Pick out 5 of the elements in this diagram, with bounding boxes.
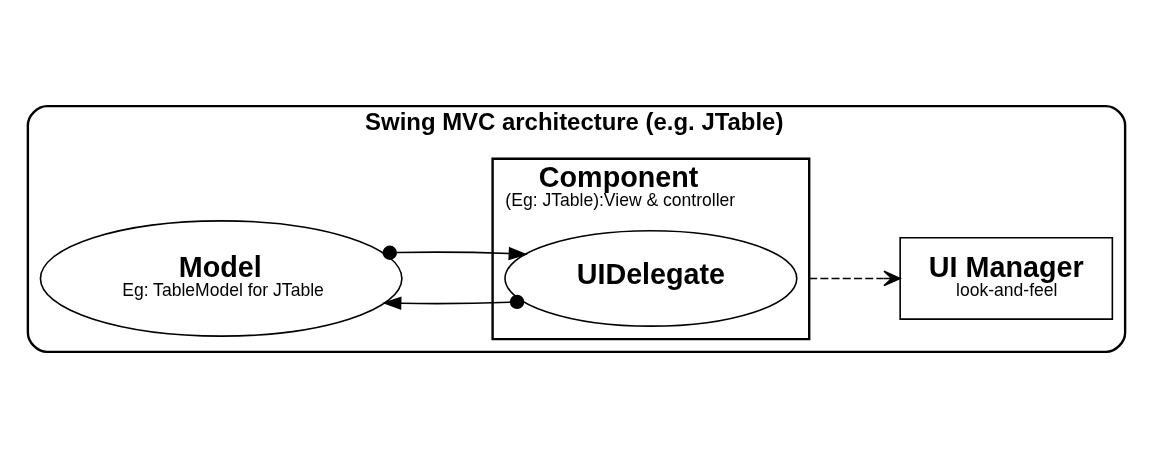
node-ellipse: UIDelegate bbox=[504, 229, 798, 327]
arrow bbox=[382, 294, 525, 310]
node-box: UI Manager look-and-feel bbox=[899, 237, 1114, 320]
arrow bbox=[808, 270, 901, 287]
arrow bbox=[382, 245, 528, 261]
